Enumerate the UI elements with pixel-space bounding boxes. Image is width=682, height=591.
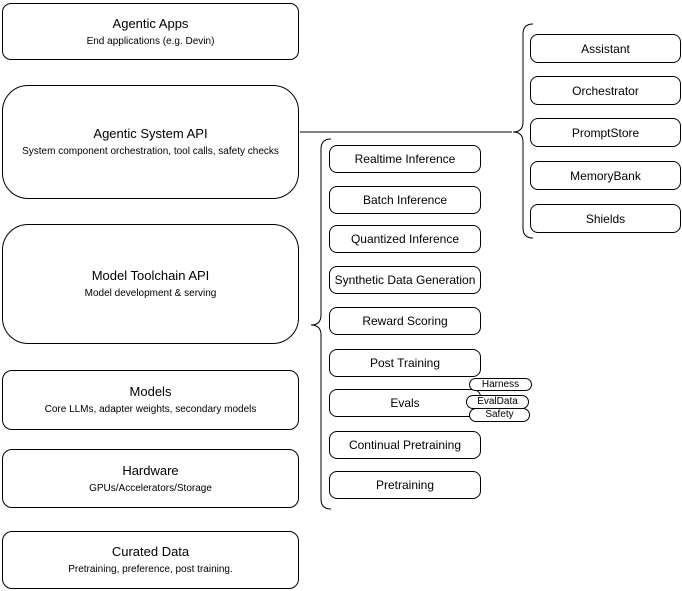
- layer-subtitle: Model development & serving: [84, 288, 217, 299]
- component-box-orchestrator: Orchestrator: [530, 76, 681, 105]
- toolchain-label: Continual Pretraining: [348, 438, 462, 452]
- component-box-assistant: Assistant: [530, 34, 681, 63]
- layer-title: Model Toolchain API: [91, 268, 210, 283]
- toolchain-label: Reward Scoring: [362, 314, 448, 328]
- layer-subtitle: GPUs/Accelerators/Storage: [89, 482, 212, 494]
- eval-tag-label: EvalData: [477, 396, 518, 407]
- toolchain-box-evals: Evals: [329, 389, 481, 417]
- layer-title: Models: [129, 384, 172, 399]
- component-box-memorybank: MemoryBank: [530, 161, 681, 190]
- toolchain-label: Realtime Inference: [354, 152, 456, 166]
- component-label: MemoryBank: [570, 168, 641, 183]
- toolchain-box-reward-scoring: Reward Scoring: [329, 307, 481, 335]
- toolchain-box-batch-inference: Batch Inference: [329, 186, 481, 214]
- layer-subtitle: Pretraining, preference, post training.: [68, 564, 233, 575]
- eval-tag-label: Harness: [481, 378, 520, 390]
- component-label: Orchestrator: [572, 83, 639, 98]
- brace-toolchain-group: [310, 138, 332, 510]
- layer-title: Hardware: [122, 462, 179, 478]
- component-label: PromptStore: [571, 125, 640, 140]
- eval-tag-label: Safety: [485, 409, 514, 420]
- layer-box-model-toolchain-api: Model Toolchain API Model development & …: [2, 224, 299, 344]
- layer-box-hardware: Hardware GPUs/Accelerators/Storage: [2, 449, 299, 508]
- toolchain-box-synthetic-data-generation: Synthetic Data Generation: [329, 266, 481, 294]
- layer-box-models: Models Core LLMs, adapter weights, secon…: [2, 370, 299, 430]
- toolchain-label: Pretraining: [375, 478, 435, 492]
- toolchain-box-pretraining: Pretraining: [329, 471, 481, 499]
- layer-subtitle: End applications (e.g. Devin): [86, 35, 215, 47]
- layer-box-curated-data: Curated Data Pretraining, preference, po…: [2, 531, 299, 589]
- layer-subtitle: System component orchestration, tool cal…: [22, 146, 279, 157]
- eval-tag-safety: Safety: [469, 408, 530, 422]
- toolchain-label: Evals: [390, 396, 420, 410]
- toolchain-label: Post Training: [369, 356, 441, 370]
- layer-box-agentic-system-api: Agentic System API System component orch…: [2, 85, 299, 199]
- toolchain-label: Synthetic Data Generation: [334, 273, 476, 287]
- toolchain-box-realtime-inference: Realtime Inference: [329, 145, 481, 173]
- eval-tag-harness: Harness: [469, 378, 532, 391]
- component-box-promptstore: PromptStore: [530, 118, 681, 147]
- component-label: Shields: [585, 211, 626, 226]
- toolchain-label: Quantized Inference: [350, 232, 460, 246]
- toolchain-box-quantized-inference: Quantized Inference: [329, 225, 481, 253]
- layer-subtitle: Core LLMs, adapter weights, secondary mo…: [44, 404, 257, 415]
- toolchain-label: Batch Inference: [362, 193, 448, 207]
- layer-title: Agentic Apps: [112, 15, 189, 31]
- eval-tag-evaldata: EvalData: [466, 395, 529, 409]
- component-box-shields: Shields: [530, 204, 681, 233]
- component-label: Assistant: [581, 41, 630, 56]
- toolchain-box-continual-pretraining: Continual Pretraining: [329, 431, 481, 459]
- toolchain-box-post-training: Post Training: [329, 349, 481, 377]
- layer-box-agentic-apps: Agentic Apps End applications (e.g. Devi…: [2, 3, 299, 60]
- layer-title: Agentic System API: [93, 126, 208, 141]
- layer-title: Curated Data: [111, 544, 190, 559]
